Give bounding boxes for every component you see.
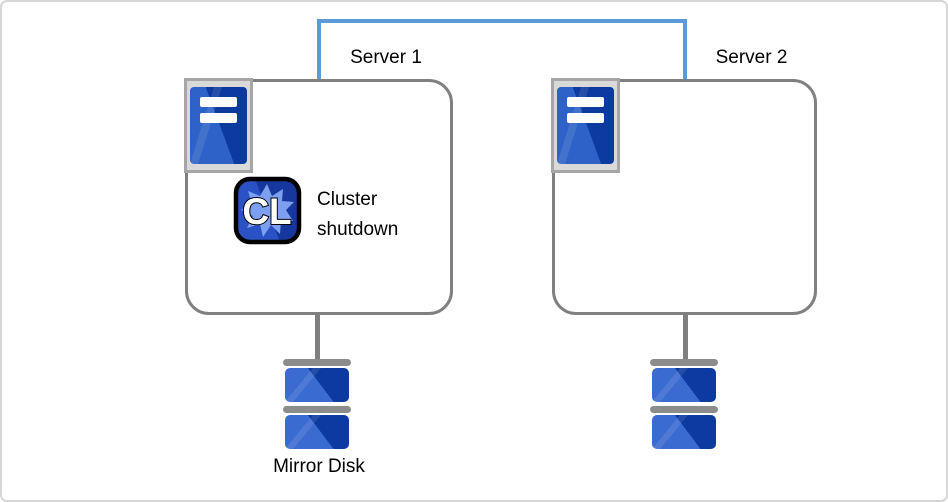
- mirror-disk-icon: [283, 359, 351, 449]
- server1-disk-connector-line: [315, 313, 320, 361]
- mirror-disk-label: Mirror Disk: [273, 456, 365, 477]
- cluster-shutdown-label: Cluster shutdown: [317, 189, 399, 240]
- server-tower-icon: [551, 78, 620, 173]
- interconnect-line: [317, 19, 687, 80]
- server2-label: Server 2: [715, 47, 788, 68]
- cluster-cl-badge-icon: CL: [233, 176, 302, 245]
- mirror-disk-icon: [650, 359, 718, 449]
- server1-label: Server 1: [350, 47, 422, 68]
- cl-badge-text: CL: [242, 191, 291, 232]
- server2-disk-connector-line: [683, 313, 688, 361]
- server-tower-icon: [184, 78, 253, 173]
